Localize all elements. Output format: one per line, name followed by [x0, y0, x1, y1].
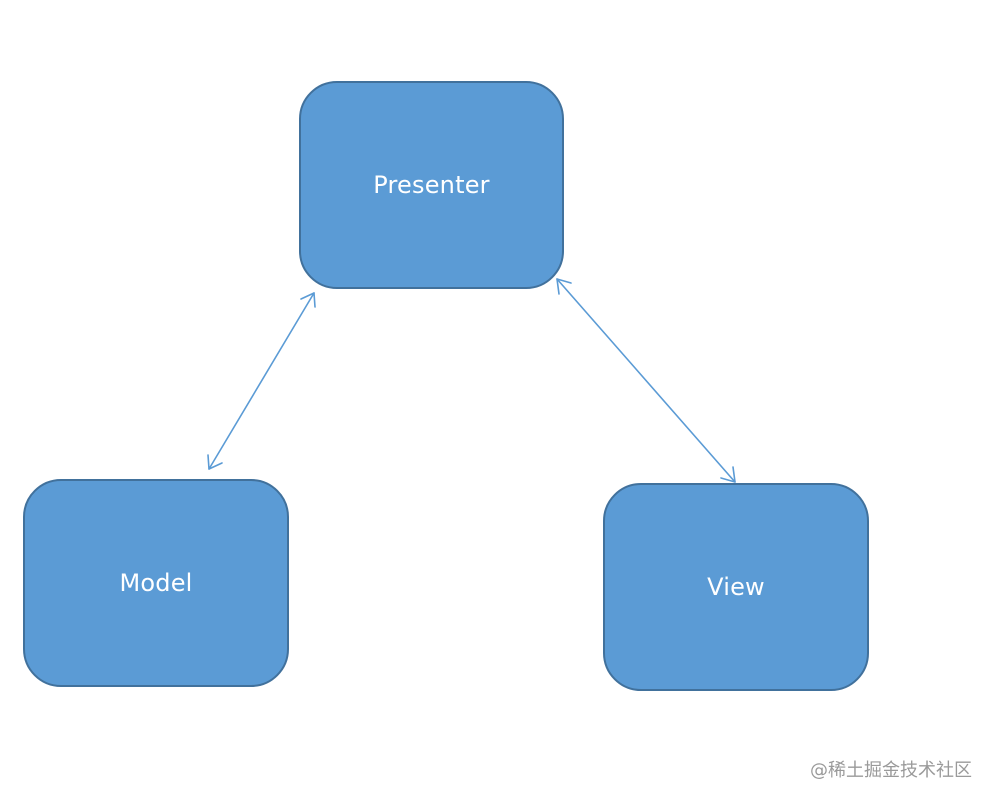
arrowhead-presenter-end [556, 278, 572, 295]
arrowhead-presenter-end [300, 292, 316, 308]
presenter-node: Presenter [299, 81, 564, 289]
view-label: View [707, 573, 765, 601]
view-node: View [603, 483, 869, 691]
arrowhead-view-end [720, 466, 736, 483]
edge-model-presenter-line [208, 292, 315, 470]
model-node: Model [23, 479, 289, 687]
presenter-label: Presenter [373, 171, 490, 199]
edge-model-presenter [207, 292, 316, 470]
model-label: Model [119, 569, 193, 597]
edge-presenter-view-line [556, 278, 736, 483]
edge-presenter-view [556, 278, 736, 483]
watermark: @稀土掘金技术社区 [810, 760, 972, 781]
arrowhead-model-end [207, 454, 223, 470]
